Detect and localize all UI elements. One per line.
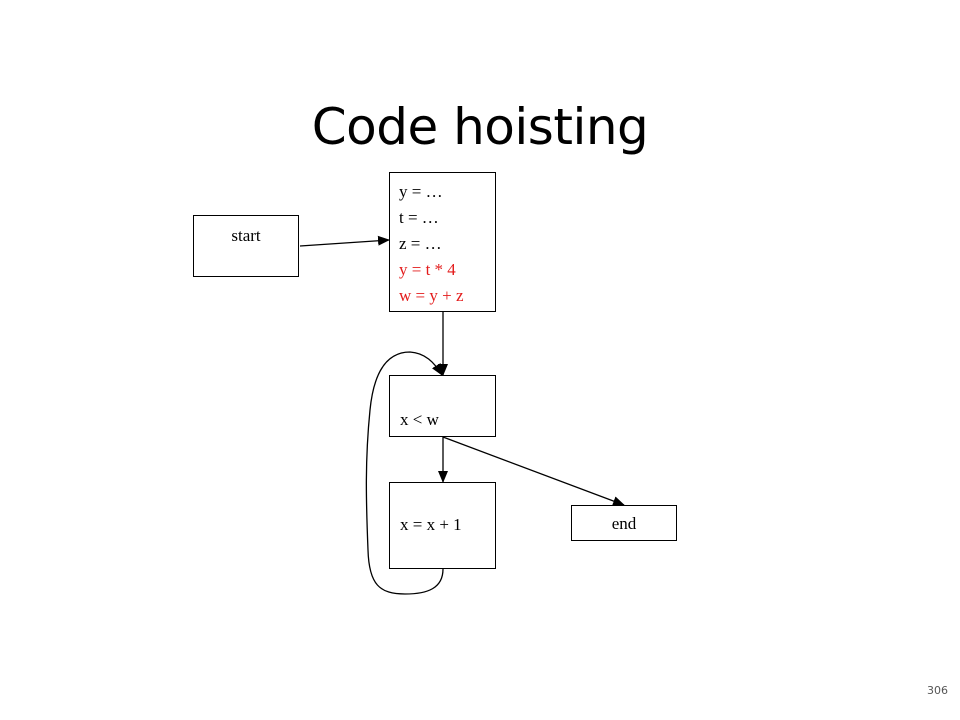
page-number: 306 [927,684,948,697]
node-cond-label: x < w [400,410,439,429]
edge-start-to-entry [299,235,390,247]
entry-line-hoisted-w: w = y + z [399,286,464,305]
node-entry-block: y = … t = … z = … y = t * 4 w = y + z [389,172,496,312]
slide-title: Code hoisting [311,98,649,156]
edge-cond-to-end [442,436,625,506]
entry-line-y-assign: y = … [399,182,443,201]
node-loop-condition: x < w [389,375,496,437]
entry-line-t-assign: t = … [399,208,439,227]
edge-body-to-cond-loop [365,351,444,595]
node-end-label: end [611,514,637,533]
entry-line-z-assign: z = … [399,234,442,253]
node-end: end [571,505,677,541]
entry-line-hoisted-y: y = t * 4 [399,260,456,279]
node-start: start [193,215,299,277]
node-start-label: start [231,226,261,245]
node-body-label: x = x + 1 [400,515,462,534]
node-loop-body: x = x + 1 [389,482,496,569]
